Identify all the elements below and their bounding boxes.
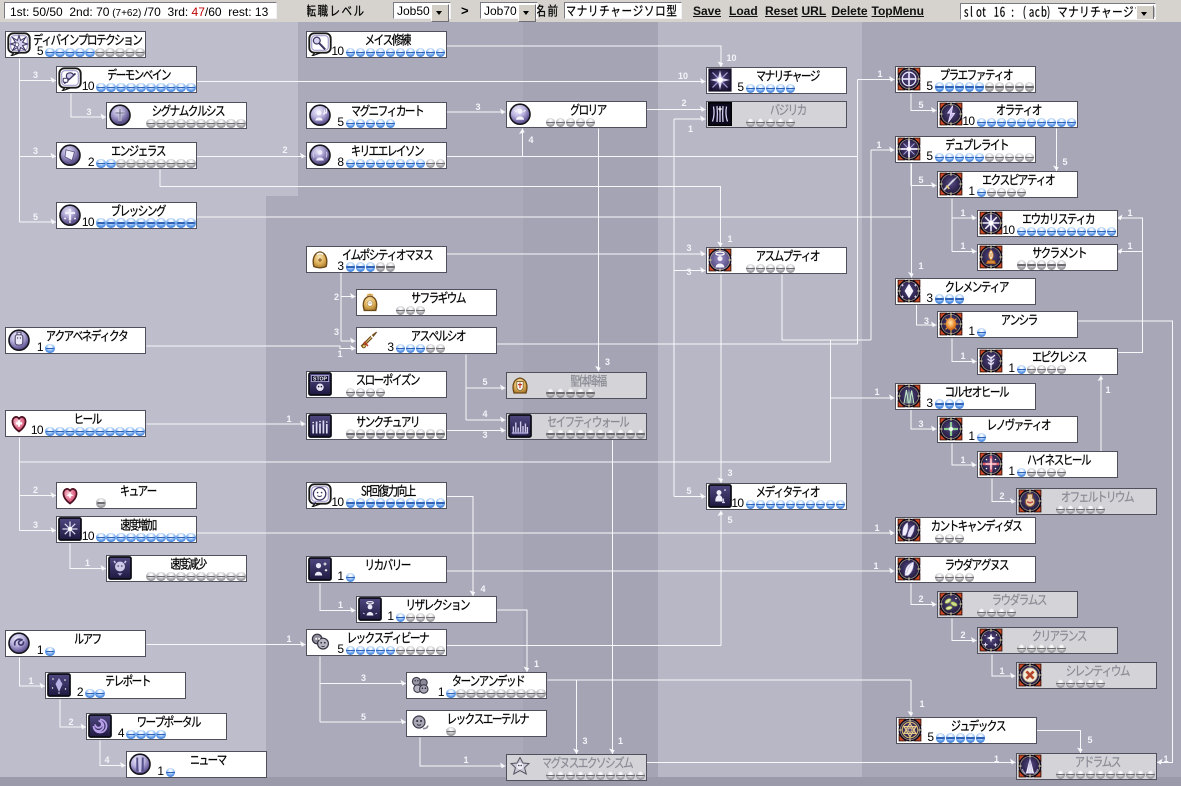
svg-text:STOP: STOP [312, 376, 327, 382]
